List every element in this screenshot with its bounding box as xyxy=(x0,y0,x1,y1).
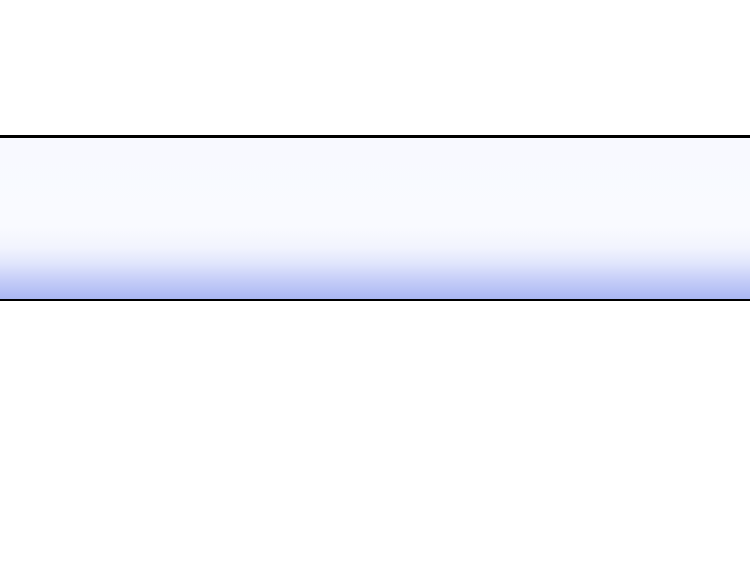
blank-area-top xyxy=(0,0,750,135)
blank-area-bottom xyxy=(0,301,750,584)
gradient-panel xyxy=(0,135,750,301)
